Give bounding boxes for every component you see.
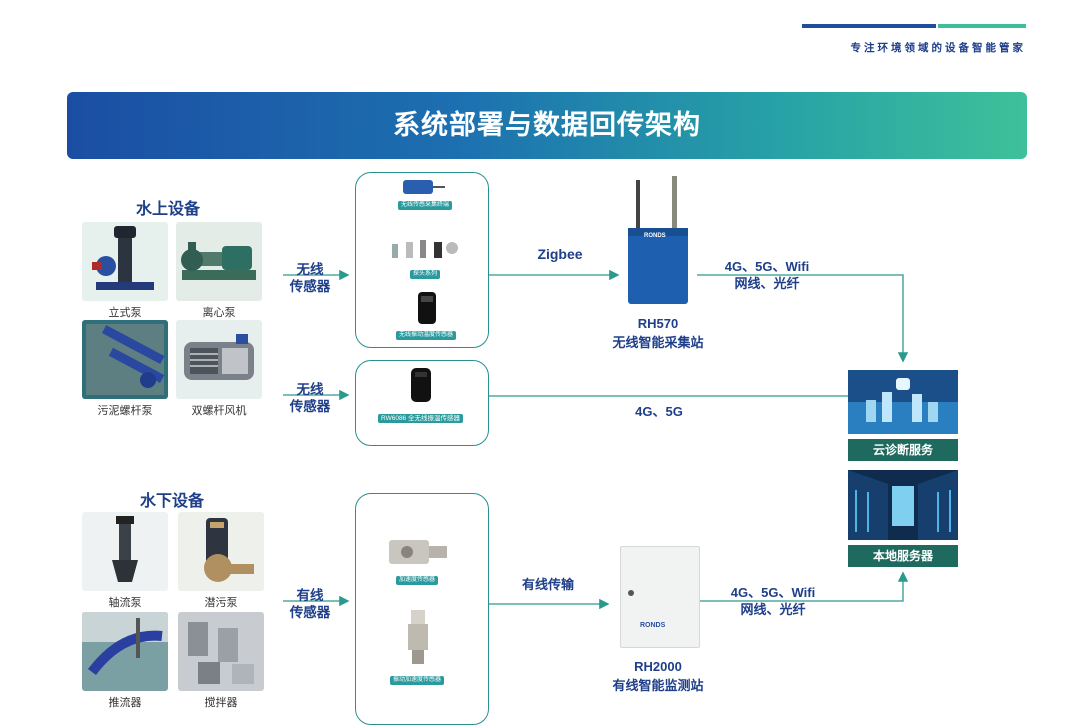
rh2000-station-image [620, 546, 700, 648]
cloud-service-label: 云诊断服务 [848, 439, 958, 461]
wireless-sensor-label-2: 无线 传感器 [289, 382, 331, 414]
wireless-sensor-label-1: 无线 传感器 [289, 262, 331, 294]
rw6086-sensor-icon [411, 368, 431, 402]
twin-screw-blower-image [176, 320, 262, 399]
network-label-top: 4G、5G、Wifi 网线、光纤 [724, 259, 810, 291]
local-server-label: 本地服务器 [848, 545, 958, 567]
wired-transfer-label: 有线传输 [521, 577, 574, 592]
under-water-title: 水下设备 [140, 493, 205, 510]
equipment-label: 潜污泵 [204, 597, 238, 609]
rh570-brand: RONDS [644, 233, 666, 239]
above-water-title: 水上设备 [136, 201, 201, 218]
axial-flow-pump-image [82, 512, 168, 591]
probe-series-icon [392, 240, 458, 258]
equipment-label: 污泥螺杆泵 [97, 405, 153, 417]
zigbee-label: Zigbee [537, 246, 583, 262]
rh2000-label: RH2000 有线智能监测站 [612, 659, 704, 693]
sensor-tag: 振动加速度传感器 [390, 676, 445, 685]
rh570-station-image [628, 176, 688, 304]
sensor-tag: 探头系列 [410, 270, 441, 279]
rh2000-lock-icon [628, 590, 634, 596]
collection-terminal-icon [403, 180, 445, 194]
vibration-accelerometer-icon [408, 610, 428, 664]
rh2000-brand: RONDS [640, 622, 666, 629]
centrifugal-pump-image [176, 222, 262, 301]
network-label-bottom: 4G、5G、Wifi 网线、光纤 [730, 585, 816, 617]
page-title: 系统部署与数据回传架构 [393, 110, 701, 140]
sewage-pump-image [178, 512, 264, 591]
tagline-bar-blue [802, 24, 936, 28]
accelerometer-icon [389, 540, 447, 564]
direct-network-label: 4G、5G [635, 404, 683, 419]
cloud-diagnosis-service: 云诊断服务 [848, 370, 958, 461]
equipment-label: 离心泵 [202, 307, 236, 319]
arrow-rh2000-local [697, 571, 909, 602]
local-server-image [848, 470, 958, 540]
equipment-label: 搅拌器 [204, 697, 238, 709]
propeller-mixer-image [82, 612, 168, 691]
sensor-tag: 加速度传感器 [396, 576, 439, 585]
equipment-label: 轴流泵 [108, 597, 142, 609]
sludge-screw-pump-image [82, 320, 168, 399]
equipment-label: 双螺杆风机 [191, 405, 247, 417]
tagline-bar-green [938, 24, 1026, 28]
equipment-label: 立式泵 [108, 307, 142, 319]
rh570-label: RH570 无线智能采集站 [612, 316, 704, 350]
cloud-service-image [848, 370, 958, 434]
sensor-tag: RW6086 全无线振温传感器 [378, 414, 463, 423]
wireless-vibration-sensor-icon [418, 292, 436, 324]
tagline: 专注环境领域的设备智能管家 [850, 42, 1026, 54]
sensor-tag: 无线振动温度传感器 [396, 331, 457, 340]
wired-sensor-label: 有线 传感器 [289, 588, 331, 620]
equipment-label: 推流器 [108, 697, 142, 709]
agitator-image [178, 612, 264, 691]
arrow-rh570-cloud [697, 274, 909, 363]
local-server: 本地服务器 [848, 470, 958, 567]
wired-sensor-box [355, 493, 489, 725]
vertical-pump-image [82, 222, 168, 301]
sensor-tag: 无线传感采集终端 [398, 201, 453, 210]
title-banner [67, 92, 1027, 159]
